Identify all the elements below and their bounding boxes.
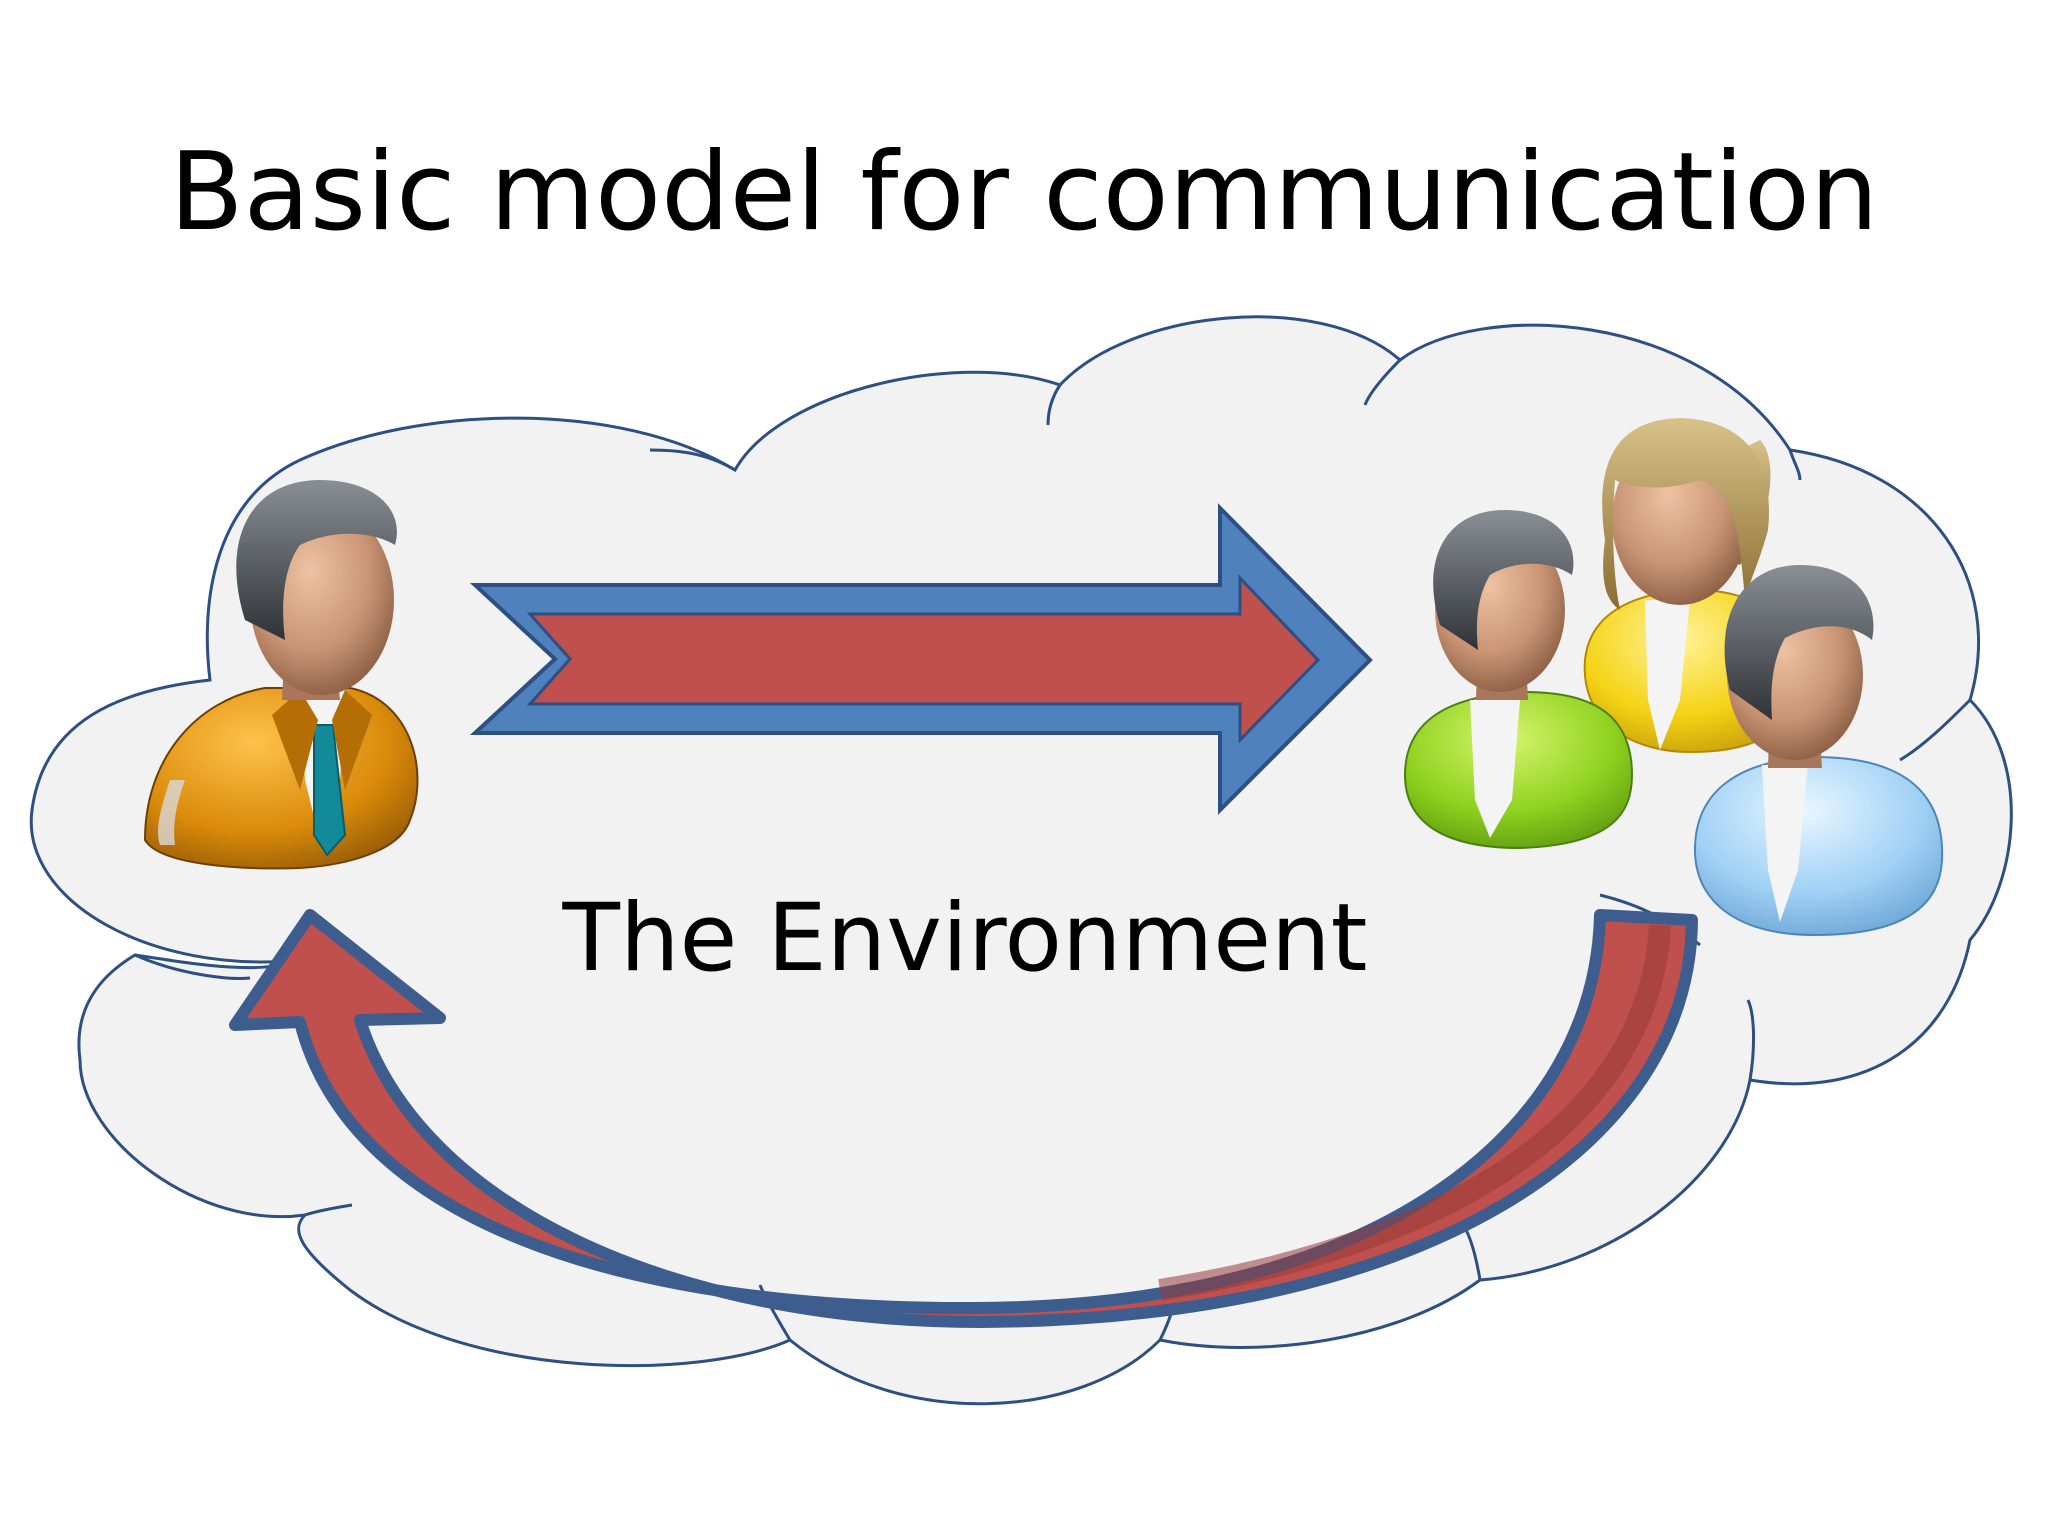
sender-person-icon (143, 480, 419, 870)
curved-arrow-back-icon (229, 909, 1698, 1328)
group-of-people-icon (1403, 418, 1944, 937)
environment-label: The Environment (562, 884, 1368, 993)
slide-title: Basic model for communication (169, 130, 1879, 255)
arrow-right-icon (469, 503, 1373, 815)
receiver-man-green-icon (1403, 510, 1634, 850)
receiver-man-blue-icon (1693, 565, 1944, 937)
